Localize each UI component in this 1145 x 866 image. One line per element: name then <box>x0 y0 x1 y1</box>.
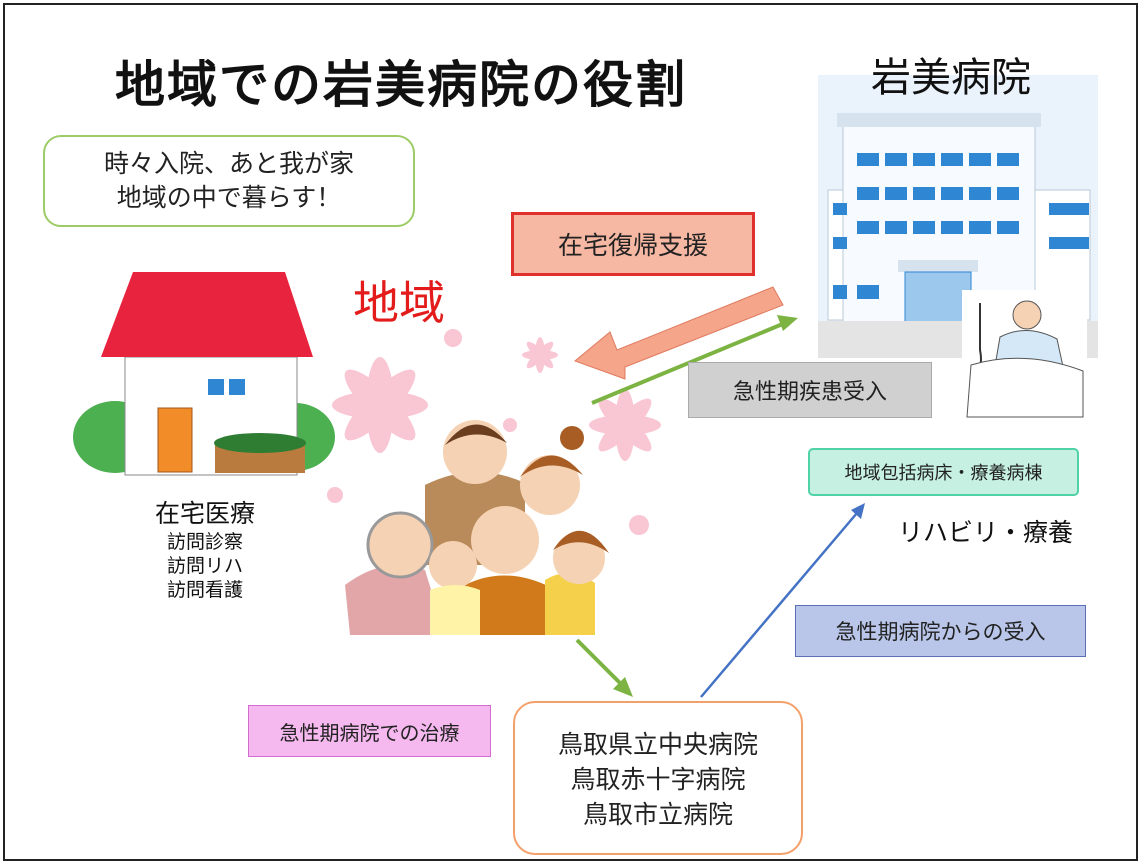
ward-box: 地域包括病床・療養病棟 <box>808 448 1079 496</box>
rehab-care-label: リハビリ・療養 <box>898 518 1074 547</box>
transfer-to-ward-arrow <box>700 503 865 698</box>
hospital-label: 岩美病院 <box>871 55 1031 101</box>
patient-in-bed-icon <box>962 290 1087 418</box>
hospital-name: 鳥取赤十字病院 <box>570 765 746 794</box>
home-care-item: 訪問看護 <box>166 579 243 601</box>
acute-hospital-accept-box: 急性期病院からの受入 <box>795 605 1086 657</box>
house-icon <box>73 272 335 476</box>
illustration-layer <box>73 75 1098 698</box>
home-care-item: 訪問診察 <box>166 531 243 553</box>
acute-accept-box: 急性期疾患受入 <box>688 362 932 418</box>
family-illustration <box>345 420 609 635</box>
acute-treatment-box: 急性期病院での治療 <box>248 705 491 757</box>
hospital-name: 鳥取市立病院 <box>582 800 733 829</box>
home-care-item: 訪問リハ <box>166 555 243 577</box>
acute-hospitals-box: 鳥取県立中央病院 鳥取赤十字病院 鳥取市立病院 <box>513 701 803 855</box>
home-care-heading: 在宅医療 <box>154 499 255 528</box>
page-title: 地域での岩美病院の役割 <box>115 56 687 114</box>
home-care-list: 在宅医療 訪問診察 訪問リハ 訪問看護 <box>131 498 279 602</box>
callout-line-2: 地域の中で暮らす！ <box>116 183 342 212</box>
hospital-name: 鳥取県立中央病院 <box>557 730 758 759</box>
callout-box: 時々入院、あと我が家 地域の中で暮らす！ <box>43 135 415 227</box>
to-acute-hospitals-arrow <box>575 638 633 697</box>
home-support-arrow <box>574 286 784 380</box>
home-support-box: 在宅復帰支援 <box>511 212 755 276</box>
hospital-building-icon <box>818 75 1098 358</box>
flower-decorations <box>327 329 661 535</box>
community-label: 地域 <box>353 276 445 330</box>
callout-line-1: 時々入院、あと我が家 <box>103 149 354 178</box>
diagram-frame: 地域での岩美病院の役割 岩美病院 時々入院、あと我が家 地域の中で暮らす！ 在宅… <box>3 3 1138 861</box>
